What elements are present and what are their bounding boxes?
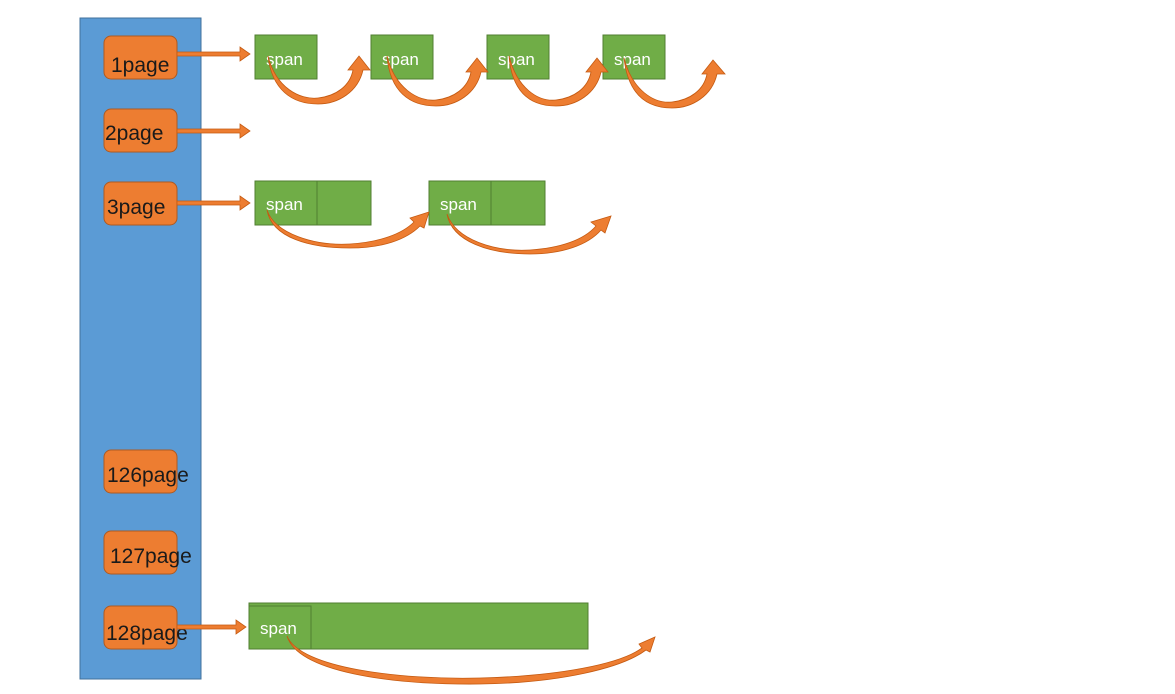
page-box-127: 127page — [103, 530, 192, 575]
next-pointer-arrow — [623, 57, 726, 109]
page-label-127: 127page — [110, 545, 192, 568]
curved-arrows-row-3 — [266, 209, 612, 255]
span-block: span — [486, 34, 550, 80]
span-block: span — [602, 34, 666, 80]
span-block: span — [370, 34, 434, 80]
span-label: span — [614, 50, 651, 69]
next-pointer-arrow — [286, 635, 656, 685]
span-label: span — [498, 50, 535, 69]
next-pointer-arrow — [446, 213, 612, 255]
span-label: span — [266, 50, 303, 69]
page-label-2: 2page — [105, 122, 163, 145]
page-box-128: 128page — [103, 605, 188, 650]
page-box-1: 1page — [103, 35, 178, 80]
page-label-126: 126page — [107, 464, 189, 487]
span-label: span — [440, 195, 477, 214]
next-pointer-arrow — [267, 55, 371, 105]
next-pointer-arrow — [508, 55, 609, 107]
page-label-1: 1page — [111, 54, 169, 77]
curved-arrows-row-1 — [267, 55, 726, 109]
span-label: span — [266, 195, 303, 214]
next-pointer-arrow — [266, 209, 430, 249]
span-label: span — [382, 50, 419, 69]
span-row-1: span span span span — [254, 34, 666, 80]
span-row-128: span — [248, 602, 589, 650]
page-box-3: 3page — [103, 181, 178, 226]
span-block: span — [254, 34, 318, 80]
page-label-128: 128page — [106, 622, 188, 645]
curved-arrows-row-128 — [286, 635, 656, 685]
span-row-3: span span — [254, 180, 546, 226]
arrow-3page — [176, 195, 251, 211]
span-block: span — [428, 180, 546, 226]
span-block: span — [254, 180, 372, 226]
arrow-2page — [176, 123, 251, 139]
span-label: span — [260, 619, 297, 638]
page-box-2: 2page — [103, 108, 178, 153]
arrow-1page — [176, 46, 251, 62]
page-label-3: 3page — [107, 196, 165, 219]
arrow-128page — [176, 619, 247, 635]
page-box-126: 126page — [103, 449, 189, 494]
next-pointer-arrow — [386, 55, 489, 107]
